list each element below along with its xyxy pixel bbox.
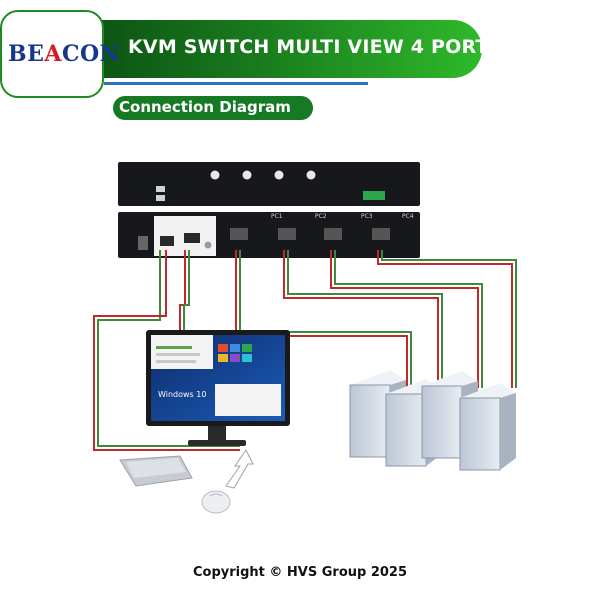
copyright-text: Copyright © HVS Group 2025 [192,565,408,580]
header-banner [70,20,482,78]
subtitle-badge [113,96,313,120]
kvm-front-panel [118,162,420,206]
port-label-pc1: PC1 [271,213,283,220]
connection-diagram: PC1 PC2 PC3 PC4 Windows 10 [93,162,517,514]
logo-text-left: BE [8,41,45,67]
mouse-icon [201,490,231,514]
beacon-logo: BEACON [0,10,120,98]
computer-icons [349,370,516,471]
port-label-pc3: PC3 [361,213,373,220]
page-title: KVM SWITCH MULTI VIEW 4 PORT- BE-411H [128,36,594,58]
kvm-rear-panel: PC1 PC2 PC3 PC4 [118,212,420,258]
monitor-os-text: Windows 10 [158,390,206,399]
header-divider [104,82,368,85]
keyboard-icon [119,455,193,487]
console-cables [93,250,240,451]
subtitle-text: Connection Diagram [119,98,291,116]
port-label-pc4: PC4 [402,213,414,220]
computer-4-icon [459,383,516,471]
click-arrow-icon [225,449,254,489]
pc-cables [235,250,517,388]
logo-text-right: CON [61,41,121,67]
logo-text-accent: A [44,41,62,67]
port-label-pc2: PC2 [315,213,327,220]
monitor-icon: Windows 10 [146,330,290,446]
